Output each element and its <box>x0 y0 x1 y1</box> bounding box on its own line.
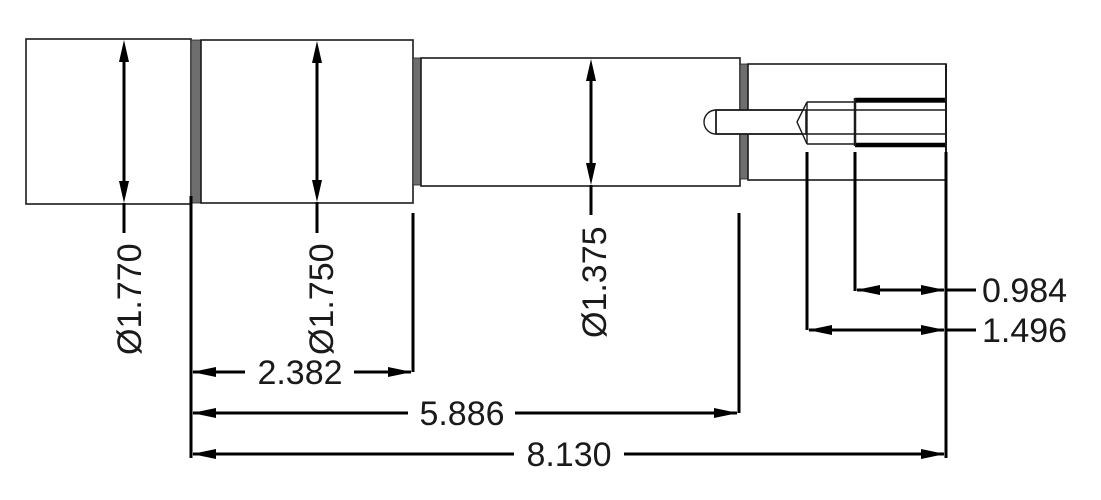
shaft-body <box>25 38 947 205</box>
length-dimension-2382: 2.382 <box>192 354 412 392</box>
diameter-label-3: Ø1.375 <box>576 226 614 338</box>
diameter-dimension-3: Ø1.375 <box>576 59 614 338</box>
diameter-label-1: Ø1.770 <box>111 243 149 355</box>
length-label-0984: 0.984 <box>982 272 1067 310</box>
length-label-2382: 2.382 <box>257 354 342 392</box>
shaft-section-3 <box>420 57 741 187</box>
extension-lines <box>189 152 948 458</box>
groove-1 <box>190 39 202 204</box>
shaft-section-1 <box>25 38 192 205</box>
diameter-label-2: Ø1.750 <box>303 243 341 355</box>
length-dimension-1496: 1.496 <box>808 312 1067 350</box>
length-label-8130: 8.130 <box>526 436 611 474</box>
shaft-section-2 <box>200 39 414 204</box>
length-dimension-0984: 0.984 <box>856 272 1067 310</box>
keyway-slot <box>703 109 807 135</box>
groove-2 <box>412 57 422 186</box>
length-dimension-8130: 8.130 <box>192 436 945 474</box>
length-label-5886: 5.886 <box>419 395 504 433</box>
tapped-hole <box>796 64 947 180</box>
length-label-1496: 1.496 <box>982 312 1067 350</box>
diameter-dimension-2: Ø1.750 <box>303 41 341 355</box>
length-dimension-5886: 5.886 <box>192 395 738 433</box>
diameter-dimension-1: Ø1.770 <box>111 40 149 355</box>
